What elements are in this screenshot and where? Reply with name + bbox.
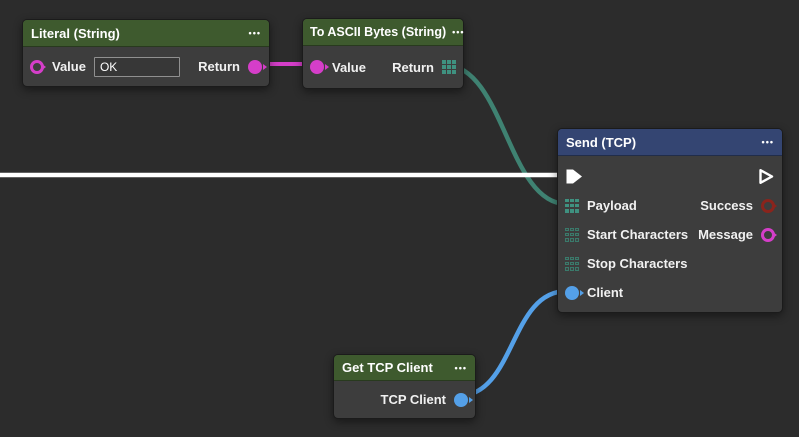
exec-input-pin[interactable]	[565, 168, 583, 185]
string-return-output-port[interactable]	[248, 59, 262, 74]
node-header[interactable]: Send (TCP) •••	[558, 129, 782, 156]
payload-input-port[interactable]	[565, 198, 579, 213]
node-header[interactable]: Get TCP Client •••	[334, 355, 475, 381]
client-label: Client	[587, 285, 624, 300]
start-characters-input-port[interactable]	[565, 227, 579, 242]
node-header[interactable]: Literal (String) •••	[23, 20, 269, 47]
node-title: Send (TCP)	[566, 134, 637, 150]
stop-characters-label: Stop Characters	[587, 256, 688, 271]
client-input-port[interactable]	[565, 285, 579, 300]
value-row: Value Return	[303, 46, 463, 88]
message-label: Message	[698, 227, 753, 242]
start-characters-label: Start Characters	[587, 227, 689, 242]
node-to-ascii-bytes[interactable]: To ASCII Bytes (String) ••• Value Return	[302, 18, 464, 89]
node-title: Literal (String)	[31, 25, 120, 41]
wire-bytes-return-to-payload[interactable]	[445, 62, 567, 207]
tcp-client-output-port[interactable]	[454, 392, 468, 407]
payload-label: Payload	[587, 198, 637, 213]
literal-value-input[interactable]	[93, 56, 180, 77]
node-body: Payload Success Start Characters Message	[558, 156, 782, 311]
string-value-input-port[interactable]	[30, 59, 44, 74]
payload-row: Payload Success	[558, 191, 782, 220]
wire-client[interactable]	[457, 288, 568, 399]
node-body: TCP Client	[334, 381, 475, 418]
stop-characters-row: Stop Characters	[558, 249, 782, 278]
node-get-tcp-client[interactable]: Get TCP Client ••• TCP Client	[333, 354, 476, 419]
node-body: Value Return	[23, 47, 269, 86]
node-title: To ASCII Bytes (String)	[310, 25, 447, 39]
exec-output-pin[interactable]	[757, 168, 775, 185]
start-characters-row: Start Characters Message	[558, 220, 782, 249]
node-menu-icon[interactable]: •••	[452, 27, 465, 37]
stop-characters-input-port[interactable]	[565, 256, 579, 271]
node-menu-icon[interactable]: •••	[454, 362, 467, 373]
client-row: Client	[558, 278, 782, 307]
tcp-client-label: TCP Client	[380, 392, 447, 407]
value-label: Value	[52, 59, 86, 74]
bytes-return-output-port[interactable]	[442, 60, 456, 74]
node-send-tcp[interactable]: Send (TCP) ••• Payload Su	[557, 128, 783, 313]
success-label: Success	[700, 198, 753, 213]
exec-row	[558, 162, 782, 191]
value-label: Value	[332, 59, 366, 75]
return-label: Return	[198, 59, 240, 74]
value-row: Value Return	[23, 47, 269, 86]
node-title: Get TCP Client	[342, 360, 433, 375]
node-body: Value Return	[303, 46, 463, 88]
return-label: Return	[392, 59, 434, 75]
tcp-client-row: TCP Client	[334, 381, 475, 418]
string-value-input-port[interactable]	[310, 60, 324, 74]
message-output-port[interactable]	[761, 227, 775, 242]
node-literal-string[interactable]: Literal (String) ••• Value Return	[22, 19, 270, 87]
node-menu-icon[interactable]: •••	[761, 137, 774, 147]
node-menu-icon[interactable]: •••	[248, 28, 261, 38]
success-output-port[interactable]	[761, 198, 775, 213]
node-header[interactable]: To ASCII Bytes (String) •••	[303, 19, 465, 46]
